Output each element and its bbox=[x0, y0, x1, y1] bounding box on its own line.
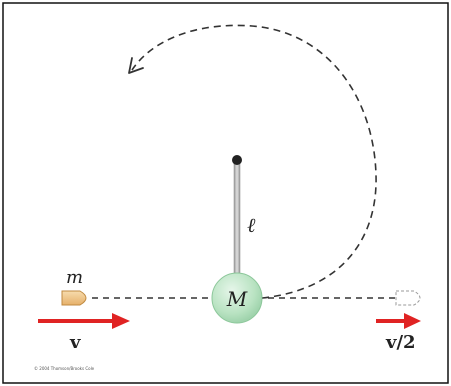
final-velocity-label: v/2 bbox=[385, 332, 416, 353]
pendulum-rod bbox=[233, 159, 241, 274]
pivot-point bbox=[232, 155, 242, 165]
bullet-mass-label: m bbox=[66, 267, 83, 288]
circular-path-dashed bbox=[131, 24, 377, 299]
final-velocity-arrowhead bbox=[404, 313, 421, 329]
circular-path-arrowhead bbox=[128, 57, 144, 74]
pendulum-bob bbox=[211, 272, 263, 324]
rod-length-label: ℓ bbox=[247, 213, 256, 237]
initial-velocity-arrowhead bbox=[112, 313, 130, 329]
bullet-exit-ghost bbox=[395, 290, 421, 306]
pendulum-mass-label: M bbox=[226, 287, 248, 311]
initial-velocity-label: v bbox=[69, 332, 81, 353]
copyright-text: © 2004 Thomson/Brooks Cole bbox=[34, 366, 95, 371]
bullet bbox=[61, 290, 87, 306]
